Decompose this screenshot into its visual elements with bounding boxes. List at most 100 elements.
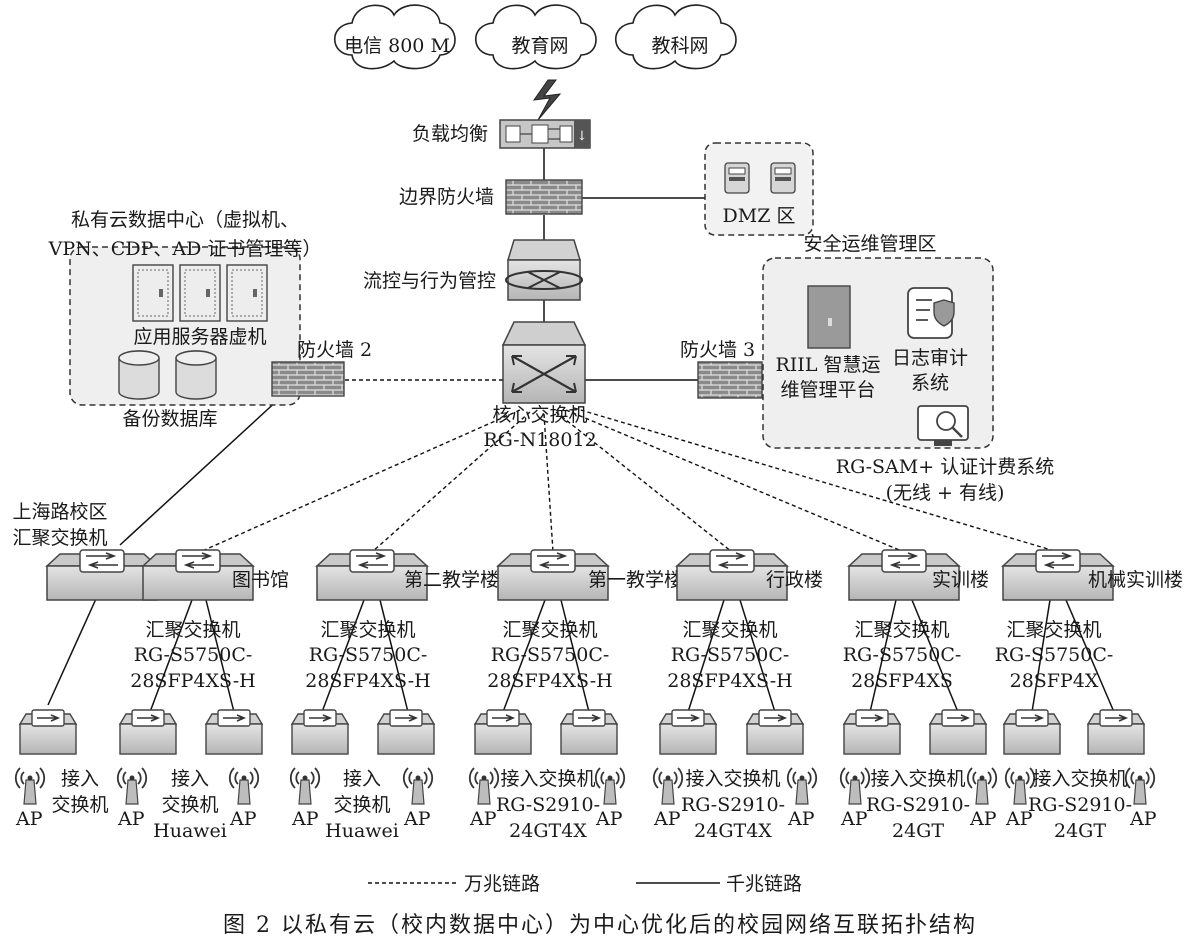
access-switch [205,709,263,755]
dmz-server-icon [770,162,796,194]
ap-label: AP [15,808,43,830]
security-zone-title: 安全运维管理区 [803,233,936,255]
riil-label-2: 维管理平台 [780,379,875,401]
servers-label: 应用服务器虚机 [133,326,266,348]
ap-label: AP [229,808,257,830]
agg-model-2: 28SFP4XS-H [130,670,255,692]
server-icon [132,264,174,322]
shanghai-label-2: 汇聚交换机 [12,527,107,549]
ap-icon [966,767,998,805]
firewall-2-label: 防火墙 2 [297,339,372,361]
ap-label: AP [653,808,681,830]
agg-label: 汇聚交换机 [320,619,415,641]
cloud-label: 电信 800 M [344,35,450,57]
agg-model-2: 28SFP4X [1010,670,1099,692]
ap-label: AP [969,808,997,830]
ap-icon [786,767,818,805]
ap-label: AP [469,808,497,830]
ap-label: AP [595,808,623,830]
access-switch [1003,709,1061,755]
server-icon [226,264,268,322]
security-ops-zone: 安全运维管理区 RIIL 智慧运 维管理平台 日志审计 系统 [762,233,994,449]
access-model-2: 24GT [1054,820,1106,842]
link-fw2-shanghai [119,397,281,546]
ap-label: AP [1005,808,1033,830]
access-model-2: 24GT4X [694,820,772,842]
audit-label-2: 系统 [911,372,949,394]
border-firewall: 边界防火墙 [399,179,583,215]
lightning-icon [532,79,562,121]
access-model: RG-S2910- [681,794,785,816]
backup-label: 备份数据库 [122,408,217,430]
ap-label: AP [291,808,319,830]
agg-model: RG-S5750C- [309,644,428,666]
access-switch [1087,709,1145,755]
core-switch: 核心交换机 RG-N18012 [483,321,597,451]
shanghai-agg-switch [46,549,158,601]
private-cloud-title: 私有云数据中心（虚拟机、 [71,209,299,231]
private-cloud-zone: 私有云数据中心（虚拟机、 VPN、CDP、AD 证书管理等） 应用服务器虚机 备… [48,209,322,430]
ap-label: AP [403,808,431,830]
database-icon [118,350,160,400]
building-label: 第一教学楼 [588,569,683,591]
ap-icon [402,767,434,805]
access-switch [560,709,618,755]
legend-one-g: 千兆链路 [726,873,802,895]
firewall-2: 防火墙 2 [271,339,372,397]
ap-label: AP [117,808,145,830]
ap-icon [839,767,871,805]
agg-model-2: 28SFP4XS-H [487,670,612,692]
ap-icon [594,767,626,805]
agg-model: RG-S5750C- [134,644,253,666]
access-label: 接入 [171,768,209,790]
ap-icon [14,767,46,805]
firewall-3: 防火墙 3 [680,339,763,399]
agg-label: 汇聚交换机 [502,619,597,641]
access-label-2: 交换机 [161,794,218,816]
ap-icon [116,767,148,805]
access-switch [377,709,435,755]
private-cloud-subtitle: VPN、CDP、AD 证书管理等） [48,238,322,260]
flow-control-label: 流控与行为管控 [363,270,496,292]
dmz-zone: DMZ 区 [704,142,814,236]
agg-model-2: 28SFP4XS-H [305,670,430,692]
agg-label: 汇聚交换机 [1006,619,1101,641]
ap-icon [468,767,500,805]
vendor-label: Huawei [153,820,227,842]
ap-icon [652,767,684,805]
access-label: 接入 [61,768,99,790]
cloud-edu: 教育网 [475,4,597,70]
core-switch-label: 核心交换机 [492,404,587,426]
figure-caption: 图 2 以私有云（校内数据中心）为中心优化后的校园网络互联拓扑结构 [223,913,977,938]
link-shanghai-ap [47,589,101,706]
access-switch [19,709,77,755]
building-label: 机械实训楼 [1088,569,1183,591]
agg-model-2: 28SFP4XS [851,670,953,692]
shanghai-label: 上海路校区 [12,501,107,523]
svg-text:↓: ↓ [577,129,588,144]
audit-log-icon [907,287,955,339]
agg-model: RG-S5750C- [671,644,790,666]
dmz-server-icon [724,162,750,194]
access-model: RG-S2910- [496,794,600,816]
ap-label: AP [787,808,815,830]
access-model: RG-S2910- [866,794,970,816]
ap-label: AP [1129,808,1157,830]
legend-ten-g: 万兆链路 [464,873,540,895]
agg-label: 汇聚交换机 [854,619,949,641]
access-switch [929,709,987,755]
cloud-label: 教育网 [511,35,568,57]
load-balancer: ↓ 负载均衡 [412,119,591,149]
access-label-2: 交换机 [333,794,390,816]
agg-model: RG-S5750C- [843,644,962,666]
access-switch [659,709,717,755]
building-label: 行政楼 [766,569,823,591]
border-firewall-label: 边界防火墙 [399,186,494,208]
access-switch [843,709,901,755]
riil-server-icon [807,285,851,349]
riil-label: RIIL 智慧运 [776,354,881,376]
access-label: 接入交换机 [870,768,965,790]
access-switch [119,709,177,755]
core-switch-model: RG-N18012 [483,429,596,451]
solid-links [47,148,1115,713]
